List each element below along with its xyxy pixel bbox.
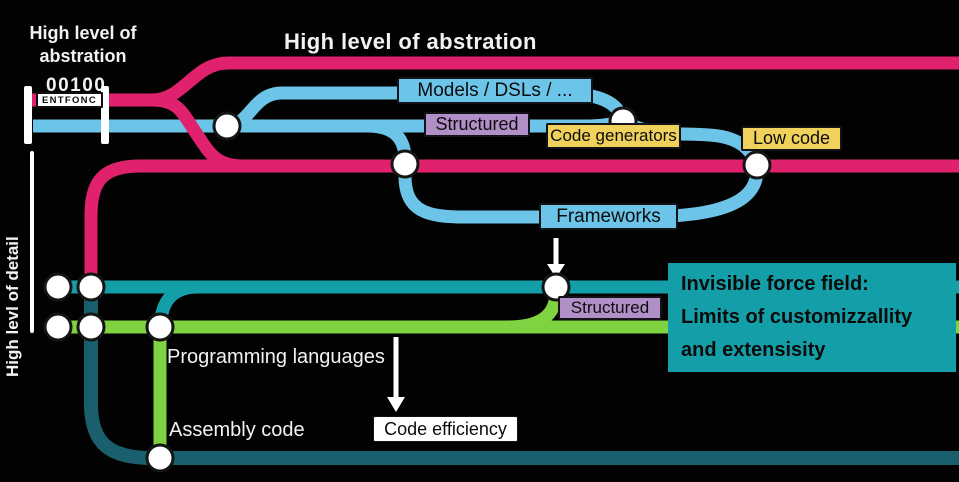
force-field-line2: Limits of customizzallity (681, 306, 913, 328)
force-field-line3: and extensisity (681, 339, 826, 361)
force-field-box: Invisible force field: Limits of customi… (668, 263, 956, 372)
label-assembly-code: Assembly code (169, 419, 305, 441)
chip-low-code: Low code (741, 126, 842, 151)
station-force-field (541, 272, 571, 302)
chip-code-efficiency: Code efficiency (373, 416, 518, 442)
diagram-title: High level of abstration (284, 29, 537, 54)
rail-blue-structured (33, 114, 624, 133)
station-teal-terminus (43, 272, 73, 302)
station-pink-blue-left (390, 149, 420, 179)
station-green-terminus (43, 312, 73, 342)
detail-axis-label: High levl of detail (3, 236, 22, 378)
legend-title-line2: abstration (39, 46, 127, 66)
chip-structured-top: Structured (424, 112, 530, 137)
detail-axis-line (30, 151, 34, 333)
bracket-bar-left (24, 86, 32, 144)
station-green-teal-branch (145, 312, 175, 342)
arrow-languages-to-code-efficiency (387, 337, 405, 412)
binary-code-text: 00100 (46, 75, 107, 96)
station-pink-blue-lowcode (742, 150, 772, 180)
bracket-bar-right (101, 86, 109, 144)
force-field-line1: Invisible force field: (681, 273, 869, 295)
arrow-frameworks-to-structured (547, 238, 565, 278)
station-structured-main (212, 111, 242, 141)
chip-models-dsls: Models / DSLs / ... (397, 77, 593, 104)
rail-pink-left-hook (84, 159, 246, 281)
legend-title-line1: High level of (29, 23, 137, 43)
chip-structured-bottom: Structured (558, 296, 662, 320)
chip-frameworks: Frameworks (539, 203, 678, 230)
chip-code-generators: Code generators (546, 123, 681, 149)
stations (43, 106, 772, 473)
entfonc-chip: ENTFONC (36, 92, 103, 108)
station-teal-pink-junction (76, 272, 106, 302)
legend-title: High level of abstration (8, 22, 158, 68)
station-assembly-junction (145, 443, 175, 473)
station-green-darkteal-crossing (76, 312, 106, 342)
label-programming-languages: Programming languages (167, 346, 385, 368)
